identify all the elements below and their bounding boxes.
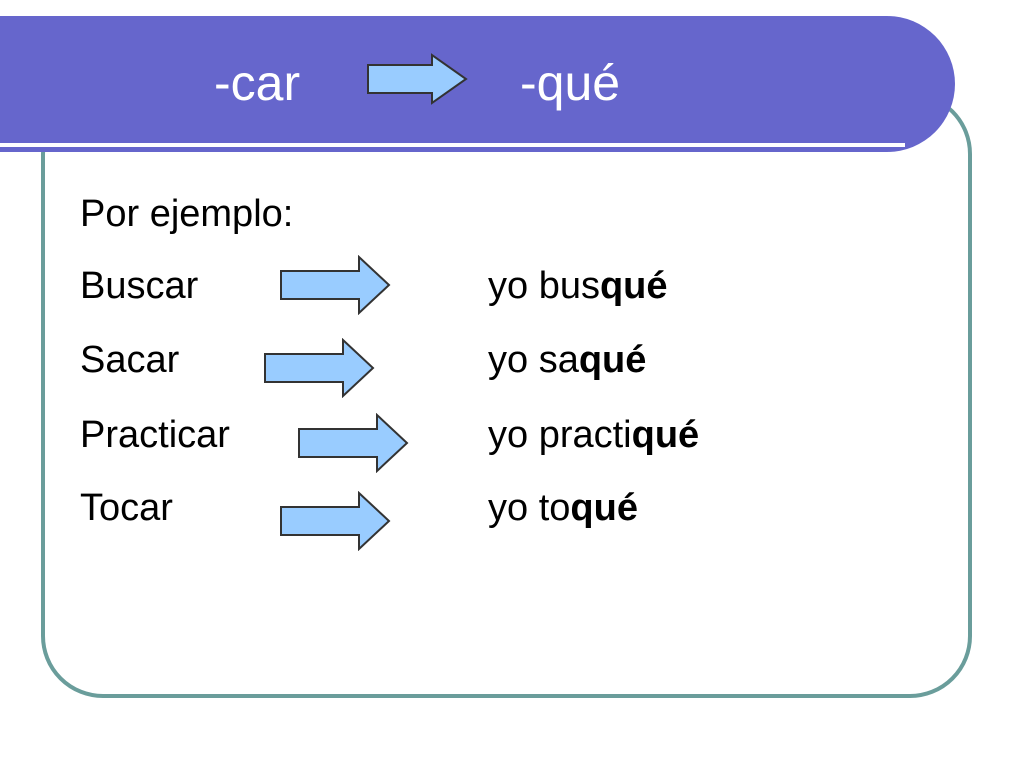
title-left-text: -car [214,55,301,111]
form-ending: qué [599,265,668,307]
form-prefix: yo practi [488,414,632,456]
preterite-form: yo practiqué [488,413,699,457]
infinitive-tocar: Tocar [80,487,173,529]
infinitive-buscar: Buscar [80,265,199,307]
row-arrow-icon [280,491,391,551]
form-prefix: yo sa [488,339,579,381]
form-prefix: yo to [488,487,571,529]
title-right-text: -qué [520,55,621,111]
form-ending: qué [631,414,700,456]
preterite-form: yo busqué [488,264,668,308]
infinitive-practicar: Practicar [80,414,230,456]
row-arrow-icon [298,413,409,473]
title-bar [0,16,955,152]
row-arrow-icon [280,255,391,315]
row-arrow-icon [264,338,375,398]
form-ending: qué [570,487,638,529]
form-prefix: yo bus [488,265,600,307]
preterite-form: yo saqué [488,338,646,382]
title-underline [0,143,905,147]
infinitive-sacar: Sacar [80,339,180,381]
form-ending: qué [578,339,647,381]
title-right-arrow-icon [367,53,468,105]
slide-frame [41,92,972,698]
preterite-form: yo toqué [488,486,638,530]
intro-text: Por ejemplo: [80,193,294,235]
